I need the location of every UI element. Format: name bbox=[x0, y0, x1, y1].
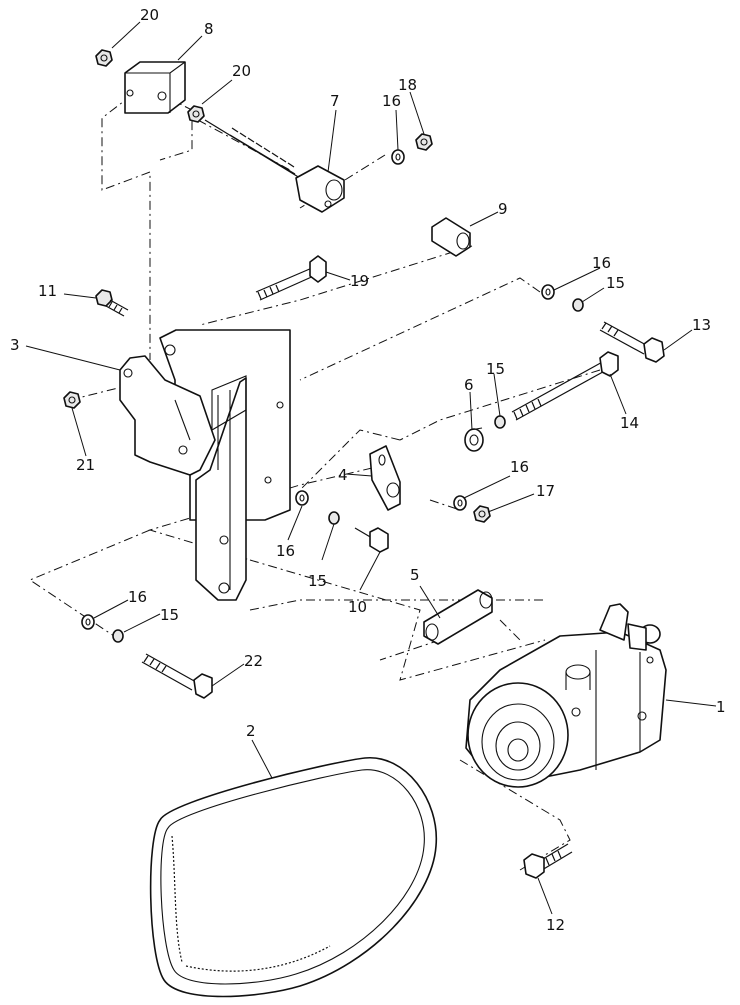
callout-16-center: 16 bbox=[276, 542, 295, 560]
callout-7: 7 bbox=[330, 92, 340, 110]
part-16-washer-center bbox=[295, 490, 309, 506]
callout-6: 6 bbox=[464, 376, 474, 394]
part-6-bushing bbox=[464, 427, 484, 452]
part-4-link-plate bbox=[369, 445, 401, 511]
part-16-washer-left bbox=[81, 614, 95, 630]
callout-19: 19 bbox=[350, 272, 369, 290]
part-15-lockwasher-center bbox=[328, 511, 340, 525]
part-16-washer-right-mid bbox=[453, 495, 467, 511]
callout-16-right-top: 16 bbox=[592, 254, 611, 272]
callout-9: 9 bbox=[498, 200, 508, 218]
callout-22: 22 bbox=[244, 652, 263, 670]
part-5-spacer-tube bbox=[423, 589, 493, 645]
part-8-block bbox=[124, 61, 186, 114]
part-7-adjuster-rod bbox=[204, 119, 345, 213]
callout-15-left: 15 bbox=[160, 606, 179, 624]
part-22-bolt bbox=[141, 653, 213, 699]
callout-1: 1 bbox=[716, 698, 726, 716]
callout-10: 10 bbox=[348, 598, 367, 616]
callout-3: 3 bbox=[10, 336, 20, 354]
callout-15-right-top: 15 bbox=[606, 274, 625, 292]
callout-18: 18 bbox=[398, 76, 417, 94]
callout-16-right-mid: 16 bbox=[510, 458, 529, 476]
callout-11: 11 bbox=[38, 282, 57, 300]
part-17-nut bbox=[473, 505, 491, 523]
callout-4: 4 bbox=[338, 466, 348, 484]
callout-5: 5 bbox=[410, 566, 420, 584]
part-16-washer-top bbox=[391, 149, 405, 165]
part-2-v-belt bbox=[149, 757, 438, 998]
part-13-bolt bbox=[599, 321, 665, 363]
callout-labels: 20 8 20 7 16 18 9 19 11 3 21 16 15 13 14… bbox=[10, 6, 726, 934]
callout-21: 21 bbox=[76, 456, 95, 474]
part-15-lockwasher-right-top bbox=[572, 298, 584, 312]
part-20-nut-top bbox=[95, 49, 113, 67]
callout-20-mid: 20 bbox=[232, 62, 251, 80]
callout-8: 8 bbox=[204, 20, 214, 38]
callout-20-top: 20 bbox=[140, 6, 159, 24]
part-15-lockwasher-mid bbox=[494, 415, 506, 429]
callout-16-top: 16 bbox=[382, 92, 401, 110]
part-10-bolt bbox=[354, 527, 389, 553]
callout-13: 13 bbox=[692, 316, 711, 334]
callout-12: 12 bbox=[546, 916, 565, 934]
part-1-compressor bbox=[465, 603, 667, 788]
part-21-nut bbox=[63, 391, 81, 409]
callout-16-left: 16 bbox=[128, 588, 147, 606]
callout-15-mid: 15 bbox=[486, 360, 505, 378]
part-12-bolt bbox=[523, 843, 573, 879]
part-11-bolt bbox=[95, 289, 129, 317]
part-18-nut bbox=[415, 133, 433, 151]
part-20-nut-mid bbox=[187, 105, 205, 123]
callout-leaders bbox=[25, 21, 717, 915]
part-19-bolt bbox=[255, 255, 327, 301]
callout-2: 2 bbox=[246, 722, 256, 740]
part-3-main-bracket bbox=[119, 329, 291, 601]
part-16-washer-right-top bbox=[541, 284, 555, 300]
callout-14: 14 bbox=[620, 414, 639, 432]
part-9-spacer bbox=[431, 217, 471, 257]
callout-17: 17 bbox=[536, 482, 555, 500]
part-15-lockwasher-left bbox=[112, 629, 124, 643]
callout-15-center: 15 bbox=[308, 572, 327, 590]
part-14-bolt bbox=[511, 351, 619, 421]
